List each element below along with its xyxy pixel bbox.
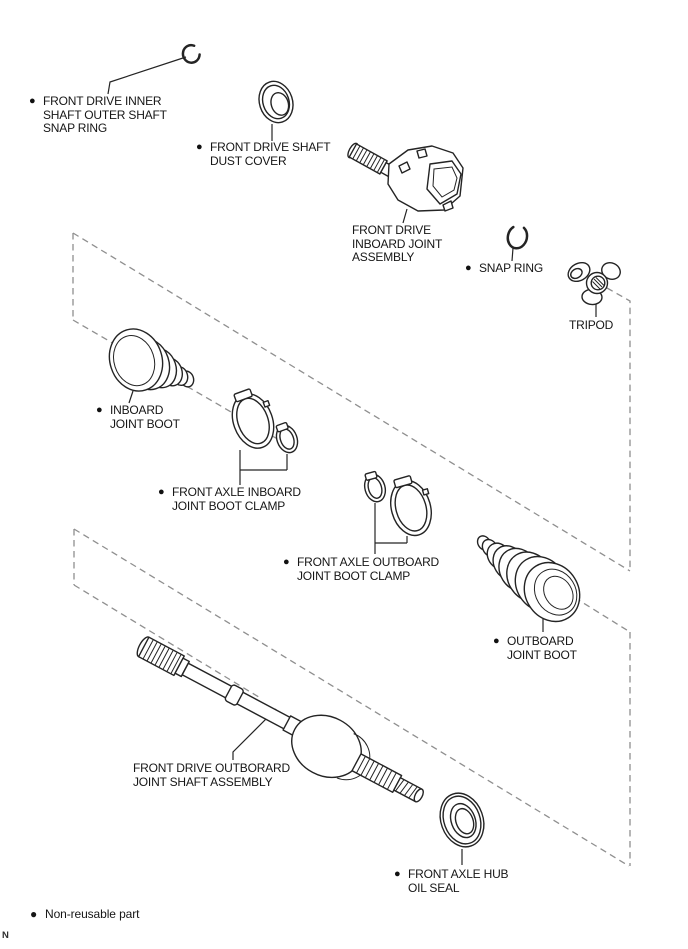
label-line: FRONT AXLE INBOARD bbox=[172, 485, 301, 499]
label-line: JOINT BOOT CLAMP bbox=[172, 498, 286, 513]
label-line: INBOARD bbox=[110, 403, 164, 417]
label-hub-oil-seal: ● FRONT AXLE HUB OIL SEAL bbox=[394, 867, 509, 895]
legend-text: Non-reusable part bbox=[45, 907, 140, 921]
label-dust-cover: ● FRONT DRIVE SHAFT DUST COVER bbox=[196, 140, 331, 168]
label-snap-ring: ● SNAP RING bbox=[465, 261, 543, 276]
label-line: FRONT AXLE HUB bbox=[408, 867, 509, 881]
label-line: OUTBOARD bbox=[507, 634, 574, 648]
non-reusable-bullet-icon: ● bbox=[96, 404, 103, 416]
label-inner-shaft-snap-ring: ● FRONT DRIVE INNER SHAFT OUTER SHAFT SN… bbox=[29, 94, 167, 136]
non-reusable-bullet-icon: ● bbox=[29, 95, 36, 107]
non-reusable-bullet-icon: ● bbox=[283, 556, 290, 568]
label-line: JOINT BOOT bbox=[110, 416, 180, 431]
legend-non-reusable: ● Non-reusable part bbox=[30, 907, 139, 921]
outboard-shaft-assembly-drawing bbox=[136, 636, 424, 803]
label-line: INBOARD JOINT bbox=[352, 236, 443, 251]
inboard-boot-clamp-drawing bbox=[231, 388, 299, 454]
label-line: OIL SEAL bbox=[408, 880, 460, 895]
label-line: FRONT DRIVE OUTBORARD bbox=[133, 761, 290, 775]
snap-ring-drawing bbox=[506, 225, 529, 250]
label-line: ASSEMBLY bbox=[352, 250, 415, 264]
outboard-boot-clamp-drawing bbox=[363, 470, 432, 537]
non-reusable-bullet-icon: ● bbox=[465, 262, 472, 274]
leader-lines bbox=[107, 56, 597, 865]
label-line: SHAFT OUTER SHAFT bbox=[43, 107, 167, 122]
label-line: DUST COVER bbox=[210, 153, 287, 168]
non-reusable-bullet-icon: ● bbox=[394, 868, 401, 880]
label-inboard-boot-clamp: ● FRONT AXLE INBOARD JOINT BOOT CLAMP bbox=[158, 485, 301, 513]
label-line: SNAP RING bbox=[43, 121, 107, 135]
label-outboard-boot-clamp: ● FRONT AXLE OUTBOARD JOINT BOOT CLAMP bbox=[283, 555, 440, 583]
inboard-joint-assembly-drawing bbox=[347, 142, 464, 212]
label-line: SNAP RING bbox=[479, 261, 543, 275]
label-line: FRONT DRIVE bbox=[352, 223, 431, 237]
label-line: JOINT BOOT CLAMP bbox=[297, 568, 411, 583]
label-inboard-joint-boot: ● INBOARD JOINT BOOT bbox=[96, 403, 180, 431]
label-outboard-joint-boot: ● OUTBOARD JOINT BOOT bbox=[493, 634, 577, 662]
label-outboard-shaft-assembly: FRONT DRIVE OUTBORARD JOINT SHAFT ASSEMB… bbox=[133, 761, 290, 789]
hub-oil-seal-drawing bbox=[439, 792, 485, 848]
page-ref-letter: N bbox=[2, 930, 9, 941]
label-tripod: TRIPOD bbox=[569, 318, 614, 333]
outboard-joint-boot-drawing bbox=[476, 535, 581, 623]
non-reusable-bullet-icon: ● bbox=[30, 907, 38, 921]
label-line: FRONT DRIVE INNER bbox=[43, 94, 162, 108]
dust-cover-drawing bbox=[258, 80, 294, 124]
non-reusable-bullet-icon: ● bbox=[493, 635, 500, 647]
label-line: JOINT SHAFT ASSEMBLY bbox=[133, 774, 273, 789]
label-line: JOINT BOOT bbox=[507, 647, 577, 662]
label-line: FRONT DRIVE SHAFT bbox=[210, 140, 331, 154]
label-line: FRONT AXLE OUTBOARD bbox=[297, 555, 440, 569]
inboard-joint-boot-drawing bbox=[108, 328, 195, 392]
label-inboard-joint-assembly: FRONT DRIVE INBOARD JOINT ASSEMBLY bbox=[352, 223, 443, 265]
inner-shaft-snap-ring-drawing bbox=[181, 43, 201, 64]
label-line: TRIPOD bbox=[569, 318, 614, 332]
tripod-drawing bbox=[567, 261, 621, 306]
non-reusable-bullet-icon: ● bbox=[158, 486, 165, 498]
non-reusable-bullet-icon: ● bbox=[196, 141, 203, 153]
